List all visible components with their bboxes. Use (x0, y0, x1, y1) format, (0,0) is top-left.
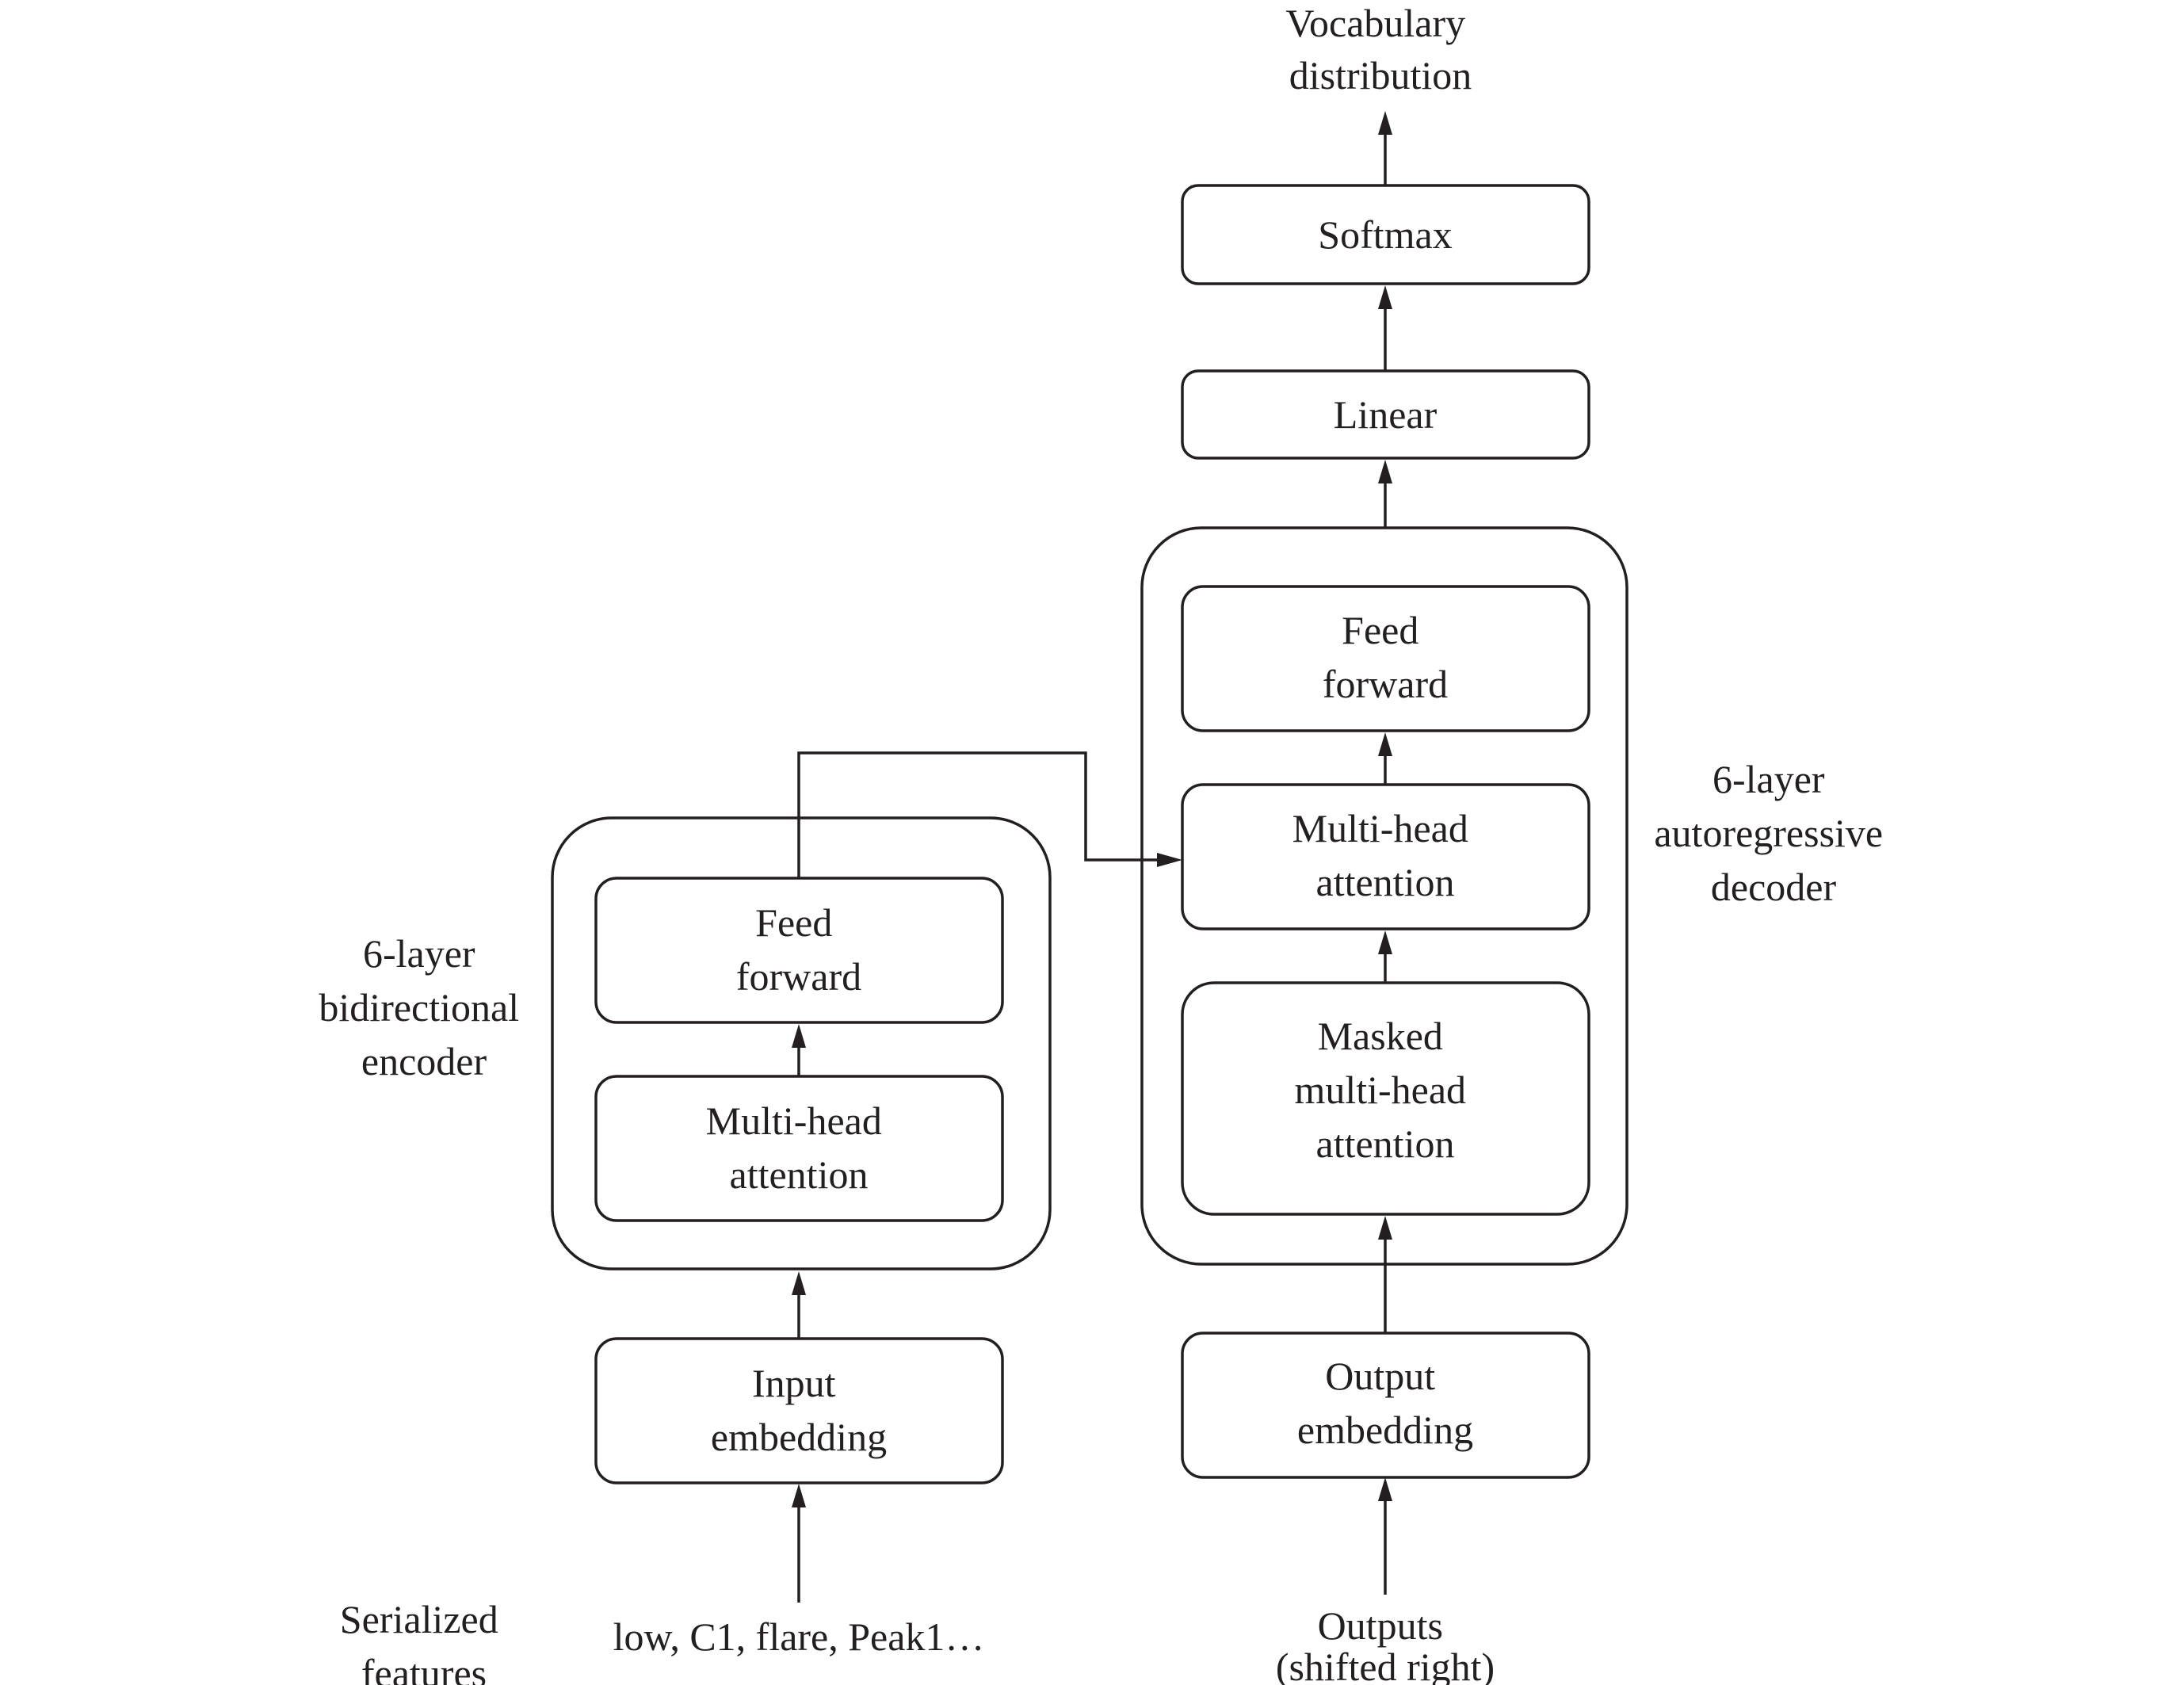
arrow-decoder-to-linear (1378, 460, 1392, 528)
encoder-stack-frame (551, 816, 1052, 1270)
arrow-outputs-to-output-embedding (1378, 1477, 1392, 1595)
arrow-masked-attention-to-attention (1378, 930, 1392, 983)
decoder-masked-attention-label: Masked multi-head attention (1294, 1014, 1476, 1166)
arrow-input-embedding-to-encoder (792, 1271, 806, 1339)
decoder-inputs-label: Outputs (shifted right) (1276, 1603, 1495, 1685)
softmax-label: Softmax (1318, 212, 1452, 257)
decoder-feed-forward-box (1181, 585, 1590, 732)
arrow-encoder-to-decoder-attention (797, 751, 1182, 878)
serialized-features-label: Serialized features (340, 1597, 508, 1685)
arrow-output-embedding-to-masked-attention (1378, 1216, 1392, 1333)
encoder-stack-label: 6-layer bidirectional encoder (319, 931, 529, 1083)
encoder-feed-forward-label: Feed forward (736, 900, 861, 999)
example-tokens-label: low, C1, flare, Peak1… (613, 1614, 985, 1659)
arrow-attention-to-feed-forward (1378, 732, 1392, 785)
arrow-tokens-to-input-embedding (792, 1484, 806, 1603)
output-embedding-label: Output embedding (1297, 1354, 1473, 1452)
vocabulary-distribution-label: Vocabulary distribution (1285, 1, 1475, 97)
arrow-linear-to-softmax (1378, 285, 1392, 371)
linear-label: Linear (1334, 392, 1438, 437)
arrow-softmax-to-output (1378, 111, 1392, 185)
arrow-encoder-attention-to-feed-forward (792, 1024, 806, 1076)
encoder-attention-label: Multi-head attention (706, 1098, 892, 1197)
input-embedding-label: Input embedding (711, 1361, 887, 1459)
decoder-attention-label: Multi-head attention (1292, 806, 1479, 904)
decoder-feed-forward-label: Feed forward (1323, 608, 1448, 706)
decoder-stack-label: 6-layer autoregressive decoder (1654, 757, 1892, 909)
